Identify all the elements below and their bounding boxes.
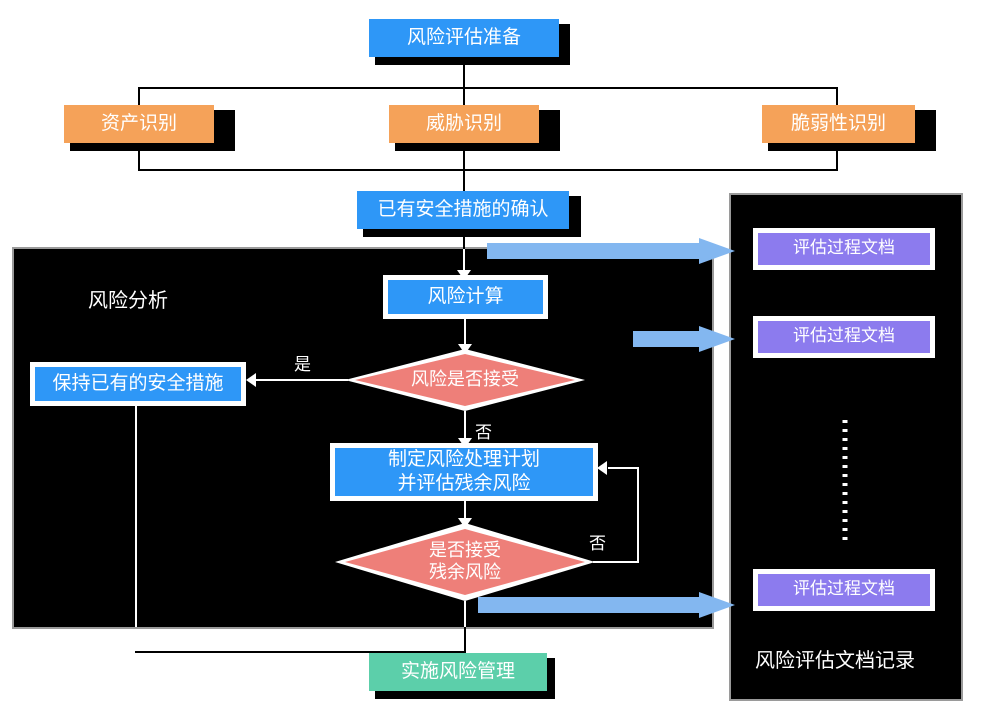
calc-to-decision-line <box>464 319 466 351</box>
asset-identification-box[interactable]: 资产识别 <box>64 105 214 143</box>
vuln-drop <box>836 143 838 171</box>
stages-lower-bus <box>138 169 838 171</box>
implement-risk-management-box[interactable]: 实施风险管理 <box>369 653 547 691</box>
edge-label-yes: 是 <box>294 355 311 375</box>
edge-label-no-second: 否 <box>589 534 606 554</box>
asset-drop <box>138 143 140 171</box>
keep-existing-controls-box[interactable]: 保持已有的安全措施 <box>35 367 241 401</box>
plan-to-residual-line <box>464 501 466 526</box>
doc-box-1[interactable]: 评估过程文档 <box>758 233 930 265</box>
yes-branch-line <box>248 379 348 381</box>
stages-horizontal-bus <box>138 87 838 89</box>
block-arrow-to-doc-1 <box>487 238 735 264</box>
prep-box[interactable]: 风险评估准备 <box>369 19 559 57</box>
arrow-back-to-treatment-plan <box>597 461 607 475</box>
controls-to-calc-line-inside <box>463 249 465 276</box>
no-branch-line <box>464 411 466 446</box>
existing-controls-box[interactable]: 已有安全措施的确认 <box>357 191 569 229</box>
doc-box-2[interactable]: 评估过程文档 <box>758 321 930 353</box>
bus-to-controls <box>463 169 465 191</box>
risk-calculation-box[interactable]: 风险计算 <box>388 280 543 314</box>
residual-to-implement-line-outside <box>464 627 466 653</box>
block-arrow-to-doc-3 <box>478 592 735 618</box>
threat-drop <box>463 143 465 171</box>
risk-analysis-panel-label: 风险分析 <box>88 288 168 312</box>
bus-drop-vuln <box>836 87 838 105</box>
doc-box-3[interactable]: 评估过程文档 <box>758 574 930 606</box>
edge-label-no-first: 否 <box>475 423 492 443</box>
risk-treatment-plan-box[interactable]: 制定风险处理计划 并评估残余风险 <box>335 448 593 496</box>
controls-to-calc-line-outside <box>463 229 465 249</box>
residual-no-line-back <box>608 467 639 469</box>
panel-divider-line <box>135 404 137 627</box>
threat-identification-box[interactable]: 威胁识别 <box>389 105 539 143</box>
bottom-bus <box>135 651 465 653</box>
block-arrow-to-doc-2 <box>633 326 735 352</box>
residual-no-line-v <box>637 467 639 563</box>
prep-to-stages-line <box>463 57 465 105</box>
doc-panel-label: 风险评估文档记录 <box>755 648 915 672</box>
bus-drop-asset <box>138 87 140 105</box>
residual-to-implement-line-inside <box>464 601 466 627</box>
vulnerability-identification-box[interactable]: 脆弱性识别 <box>762 105 915 143</box>
doc-panel-ellipsis-dots <box>842 418 848 546</box>
bus-drop-threat <box>463 87 465 105</box>
accept-risk-decision[interactable]: 风险是否接受 <box>345 349 585 411</box>
residual-no-line-h <box>593 561 639 563</box>
arrow-to-keep-controls <box>246 373 256 387</box>
accept-residual-decision[interactable]: 是否接受 残余风险 <box>335 523 595 601</box>
